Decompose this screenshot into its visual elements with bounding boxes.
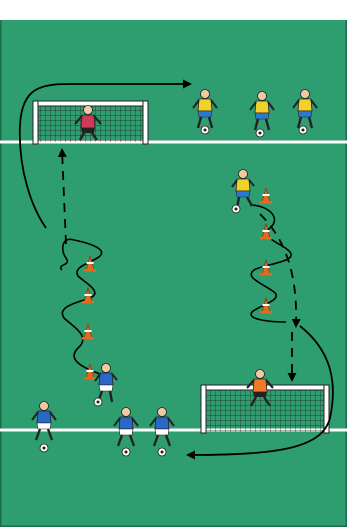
ball-icon (299, 126, 307, 134)
ball-icon (232, 205, 240, 213)
ball-icon (94, 398, 102, 406)
ball-icon (158, 448, 166, 456)
ball-icon (122, 448, 130, 456)
ball-icon (201, 126, 209, 134)
ball-icon (40, 444, 48, 452)
top-margin (0, 0, 347, 20)
ball-icon (256, 129, 264, 137)
